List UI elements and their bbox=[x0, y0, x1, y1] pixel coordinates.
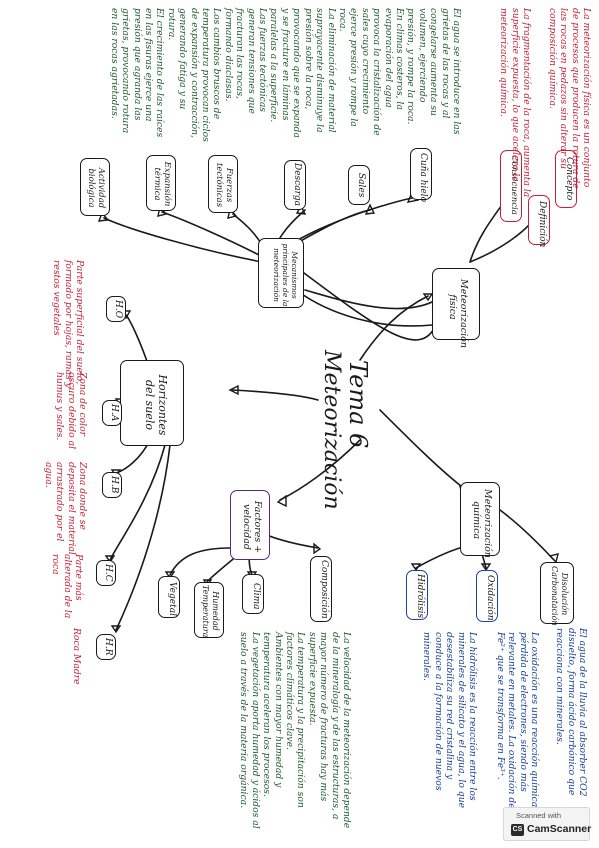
node-hidrolisis: Hidrólisis bbox=[406, 570, 428, 620]
node-concepto: Concepto bbox=[555, 150, 577, 208]
badge-line2: CamScanner bbox=[527, 823, 592, 835]
oxidacion-text: La oxidación es una reacción química de … bbox=[494, 632, 540, 821]
node-h-a: H.A bbox=[102, 400, 122, 426]
line-center-quimica bbox=[379, 409, 467, 491]
node-oxidacion: Oxidación bbox=[476, 570, 498, 622]
node-factores-velocidad: Factores + velocidad bbox=[230, 490, 270, 560]
line-center-fisica bbox=[359, 295, 429, 361]
node-humedad-temperatura: Humedad Temperatura bbox=[194, 582, 224, 638]
disolucion-text: El agua de la lluvia al absorber CO2 dis… bbox=[554, 628, 588, 800]
line-center-suelo bbox=[231, 389, 319, 401]
node-composicion: Composición bbox=[310, 556, 332, 622]
node-expansion-termica: Expansión térmica bbox=[146, 155, 176, 211]
node-h-r: H.R bbox=[96, 634, 116, 660]
hidrolisis-text: La hidrólisis es la reacción entre los m… bbox=[421, 632, 478, 811]
arrowhead bbox=[422, 293, 434, 302]
mecanismos-text: El agua se introduce en las grietas de l… bbox=[108, 8, 462, 142]
node-h-b: H.B bbox=[102, 472, 122, 498]
node-clima: Clima bbox=[242, 574, 264, 614]
node-horizontes-suelo: Horizontes del suelo bbox=[120, 360, 184, 446]
camscanner-logo-icon: CS bbox=[511, 824, 524, 836]
node-cuna-hielo: Cuña hielo bbox=[410, 148, 432, 202]
node-definicion: Definición bbox=[528, 195, 550, 247]
node-vegetal: Vegetal bbox=[158, 576, 180, 618]
node-fuerzas-tectonicas: Fuerzas tectónicas bbox=[208, 155, 238, 213]
factores-text: La velocidad de la meteorización depende… bbox=[238, 632, 352, 829]
badge-line1: Scanned with bbox=[516, 811, 562, 820]
hc-text: Parte más alterada de la roca bbox=[50, 554, 84, 622]
title-tema: Tema 6 bbox=[344, 360, 372, 449]
node-meteorizacion-fisica: Meteorización física bbox=[432, 268, 480, 348]
definicion-text: La meteorización física es un conjunto d… bbox=[546, 8, 592, 192]
node-actividad-biologica: Actividad biológica bbox=[80, 158, 110, 216]
hb-text: Zona donde se deposita el material arras… bbox=[42, 462, 88, 558]
node-h-o: H.O bbox=[106, 296, 126, 322]
node-h-c: H.C bbox=[96, 560, 116, 586]
line-fisica-mecanismos bbox=[304, 289, 437, 310]
node-consecuencia: Consecuencia bbox=[500, 150, 522, 222]
node-mecanismos: Mecanismos principales de la meteorizaci… bbox=[258, 238, 304, 308]
node-descarga: Descarga bbox=[284, 160, 306, 210]
node-meteorizacion-quimica: Meteorización química bbox=[460, 482, 500, 558]
consecuencia-text: La fragmentación de la roca, aumenta la … bbox=[498, 8, 532, 201]
camscanner-badge: Scanned with CS CamScanner bbox=[503, 807, 592, 841]
node-sales: Sales bbox=[348, 165, 370, 205]
ha-text: Zona de color oscuro debido al humus y s… bbox=[54, 372, 88, 452]
hr-text: Roca Madre bbox=[71, 628, 82, 685]
node-disolucion-carbonatacion: Disolución Carbonatación bbox=[540, 562, 574, 626]
title-meteorizacion: Meteorización bbox=[319, 350, 344, 510]
